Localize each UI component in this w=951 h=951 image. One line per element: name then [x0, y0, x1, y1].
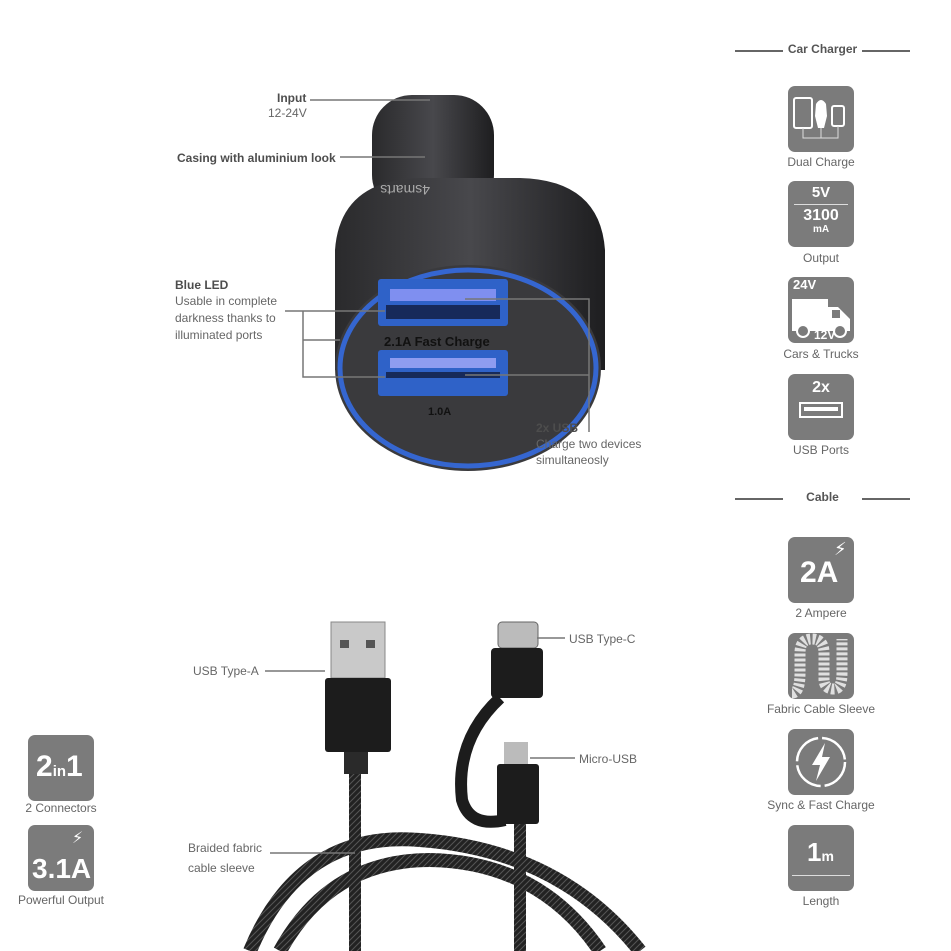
icon-text: 2 — [36, 750, 53, 783]
truck-icon: 24V 12V — [788, 277, 854, 343]
icon-text: 3.1A — [32, 853, 92, 884]
icon-text: mA — [812, 224, 830, 235]
leader-lines — [265, 99, 590, 854]
cars-trucks-label: Cars & Trucks — [783, 347, 859, 361]
bolt-icon: ⚡︎ — [834, 539, 847, 559]
led-desc-2: darkness thanks to — [175, 311, 276, 325]
section-cable: Cable — [735, 490, 910, 504]
length-icon: 1m — [788, 825, 854, 891]
icon-text: 12V — [814, 328, 836, 342]
two-connectors-label: 2 Connectors — [25, 801, 97, 815]
casing-label: Casing with aluminium look — [177, 151, 336, 165]
icon-text: 24V — [793, 277, 817, 292]
icon-text: 2x — [812, 379, 830, 396]
icon-text: 2A — [800, 556, 839, 589]
micro-usb-label: Micro-USB — [579, 752, 638, 766]
icon-text: 5V — [811, 184, 831, 201]
icon-text: 3100 — [803, 207, 839, 224]
led-desc-1: Usable in complete — [175, 294, 278, 308]
icon-text: 1 — [66, 750, 83, 783]
braided-label-1: Braided fabric — [188, 841, 263, 855]
type-c-label: USB Type-C — [569, 632, 636, 646]
dual-charge-label: Dual Charge — [787, 155, 855, 169]
fabric-sleeve-icon — [788, 633, 854, 699]
led-desc-3: illuminated ports — [175, 328, 263, 342]
usb-desc-1: Charge two devices — [536, 437, 642, 451]
ampere-icon: 2A ⚡︎ — [788, 537, 854, 603]
brand-print: 4smarts — [380, 182, 430, 198]
braided-label-2: cable sleeve — [188, 861, 255, 875]
input-title: Input — [277, 91, 307, 105]
dual-charge-icon — [788, 86, 854, 152]
two-ampere-label: 2 Ampere — [795, 606, 847, 620]
power-output-icon: ⚡︎ 3.1A — [28, 825, 94, 891]
section-car-charger: Car Charger — [735, 42, 910, 56]
usb-ports-label: USB Ports — [792, 443, 849, 457]
fabric-sleeve-label: Fabric Cable Sleeve — [766, 702, 876, 716]
sync-charge-label: Sync & Fast Charge — [767, 798, 875, 812]
icon-text: in — [52, 763, 67, 780]
usb-desc-2: simultaneosly — [536, 453, 609, 467]
icon-text: 1 — [807, 837, 822, 867]
length-label: Length — [802, 894, 840, 908]
usb-title: 2x USB — [536, 421, 579, 435]
port1-print: 2.1A Fast Charge — [384, 334, 490, 349]
usb-port-icon: 2x — [788, 374, 854, 440]
cable-image — [243, 621, 646, 951]
port2-print: 1.0A — [428, 406, 451, 418]
sync-charge-icon — [788, 729, 854, 795]
icon-text: m — [821, 848, 834, 864]
two-in-one-icon: 2in1 — [28, 735, 94, 801]
led-title: Blue LED — [175, 278, 229, 292]
input-desc: 12-24V — [268, 106, 307, 120]
output-icon: 5V 3100 mA — [788, 181, 854, 247]
powerful-output-label: Powerful Output — [17, 893, 105, 907]
type-a-label: USB Type-A — [193, 664, 259, 678]
car-charger-image: 2.1A Fast Charge 1.0A 4smarts — [335, 95, 605, 471]
bolt-icon: ⚡︎ — [72, 830, 84, 847]
output-label: Output — [802, 251, 840, 265]
